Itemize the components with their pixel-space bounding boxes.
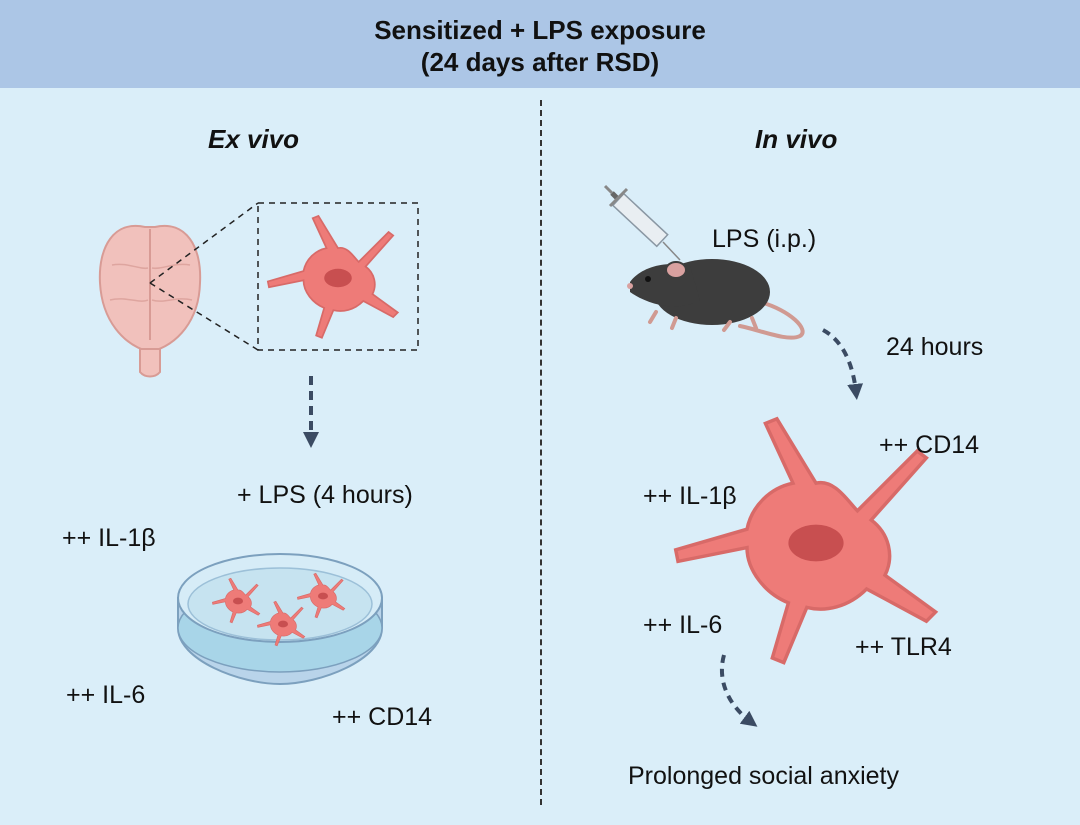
in-vivo-marker-tlr4: ++ TLR4: [855, 633, 952, 661]
outcome-label: Prolonged social anxiety: [628, 762, 899, 790]
header-title-line2: (24 days after RSD): [420, 47, 660, 77]
in-vivo-title: In vivo: [755, 124, 838, 154]
arrow-mouse-to-cell: [821, 328, 864, 400]
brain-icon: [98, 224, 202, 378]
mouse-icon: [627, 259, 805, 340]
zoom-line-top: [149, 202, 259, 284]
in-vivo-marker-il6: ++ IL-6: [643, 611, 723, 639]
in-vivo-marker-il1b: ++ IL-1β: [643, 482, 737, 510]
ex-vivo-title: Ex vivo: [208, 124, 300, 154]
lps-injection-label: LPS (i.p.): [712, 225, 817, 253]
header-title-line1: Sensitized + LPS exposure: [374, 15, 706, 45]
ex-vivo-marker-il6: ++ IL-6: [66, 681, 146, 709]
petri-dish-icon: [177, 553, 383, 686]
arrow-cell-to-outcome: [719, 654, 758, 727]
lps-treatment-label: + LPS (4 hours): [237, 481, 413, 509]
syringe-icon: [603, 184, 681, 261]
zoom-box: [257, 202, 419, 351]
in-vivo-marker-cd14: ++ CD14: [879, 431, 980, 459]
microglia-icon: [266, 215, 399, 339]
ex-vivo-marker-il1b: ++ IL-1β: [62, 524, 156, 552]
time-label: 24 hours: [886, 333, 984, 361]
header-banner: Sensitized + LPS exposure (24 days after…: [0, 0, 1080, 89]
ex-vivo-marker-cd14: ++ CD14: [332, 703, 433, 731]
section-divider: [540, 100, 542, 805]
